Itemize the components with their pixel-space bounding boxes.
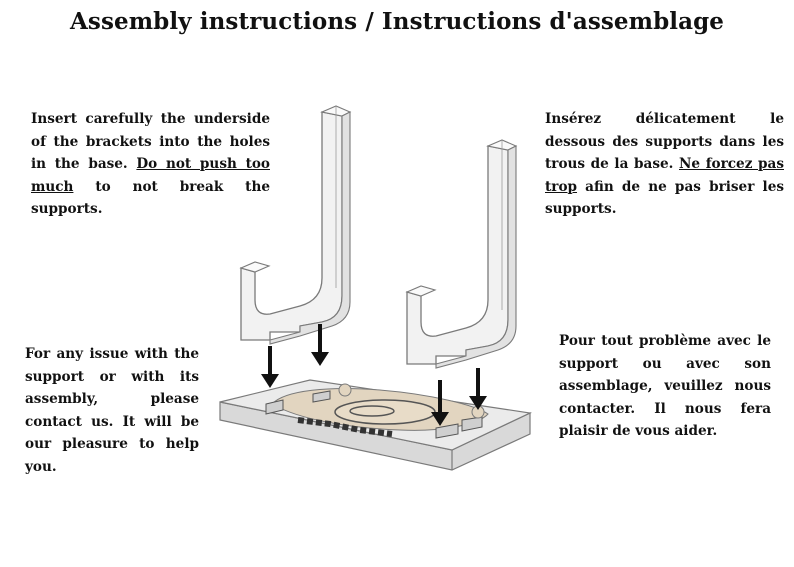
instruction-insert-en: Insert carefully the underside of the br… [31, 108, 270, 221]
page-title: Assembly instructions / Instructions d'a… [69, 8, 725, 35]
arrow-down-icon [311, 324, 329, 366]
bracket-right [405, 139, 518, 369]
instruction-text: Insérez délicatement le dessous des supp… [545, 111, 784, 172]
instruction-text: to not break the supports. [31, 178, 270, 218]
instruction-text: afin de ne pas briser les supports. [545, 178, 784, 218]
arrow-down-icon [469, 368, 487, 410]
arrow-down-icon [261, 346, 279, 388]
contact-note-fr: Pour tout problème avec le support ou av… [559, 333, 771, 439]
arrow-down-icon [431, 380, 449, 426]
instruction-insert-fr: Insérez délicatement le dessous des supp… [545, 108, 784, 221]
base-plate [219, 379, 533, 471]
instruction-text: Insert carefully the underside of the br… [31, 111, 270, 172]
contact-note-en: For any issue with the support or with i… [25, 346, 199, 475]
warning-underlined: Ne forcez pas trop [545, 156, 784, 195]
bracket-left [239, 105, 352, 345]
insert-arrows [261, 324, 487, 426]
warning-underlined: Do not push too much [31, 156, 270, 195]
